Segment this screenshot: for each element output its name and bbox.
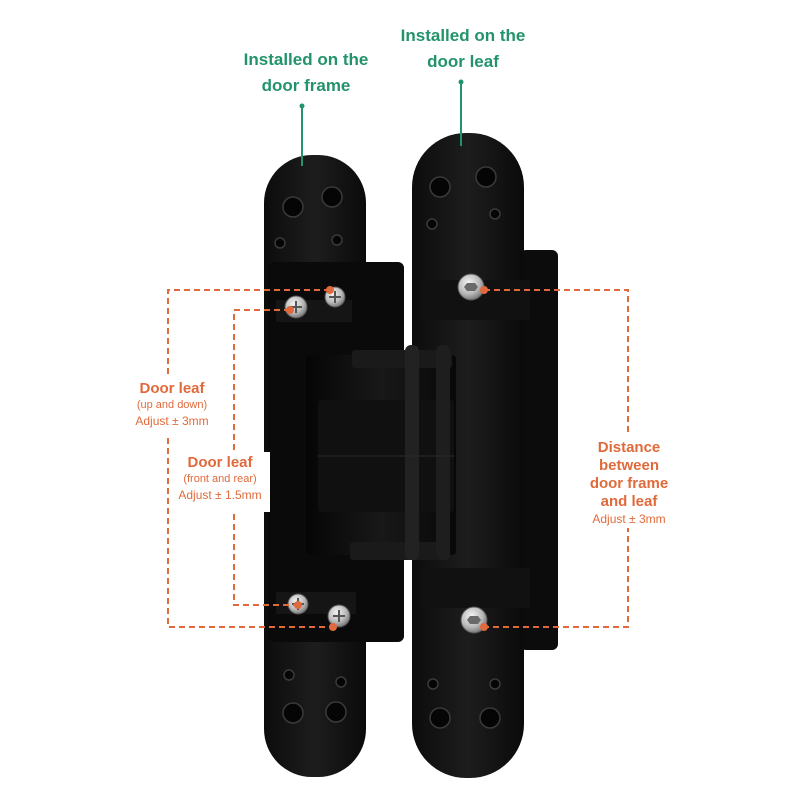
frame-mounting-holes bbox=[274, 186, 347, 724]
leaf-callout-line2: door leaf bbox=[427, 52, 499, 71]
hinge-knuckle bbox=[306, 345, 456, 560]
green-leaders bbox=[299, 79, 464, 166]
bracket-vertical bbox=[167, 289, 337, 628]
frontrear-adjust-callout: Door leaf (front and rear) Adjust ± 1.5m… bbox=[166, 454, 274, 503]
distance-line1: Distance bbox=[597, 439, 661, 456]
vertical-adjust-title: Door leaf bbox=[139, 380, 205, 397]
distance-line3: door frame bbox=[589, 475, 669, 492]
frame-callout-line1: Installed on the bbox=[243, 50, 369, 69]
frame-callout-line2: door frame bbox=[261, 76, 351, 95]
vertical-adjust-callout: Door leaf (up and down) Adjust ± 3mm bbox=[122, 380, 222, 429]
frontrear-adjust-title: Door leaf bbox=[187, 454, 253, 471]
leaf-mounting-holes bbox=[426, 166, 501, 729]
marker-dots bbox=[286, 286, 488, 631]
distance-line2: between bbox=[598, 457, 659, 474]
distance-adjust-value: Adjust ± 3mm bbox=[592, 512, 666, 526]
vertical-adjust-value: Adjust ± 3mm bbox=[135, 414, 209, 428]
frontrear-adjust-value: Adjust ± 1.5mm bbox=[178, 488, 262, 502]
distance-adjust-callout: Distance between door frame and leaf Adj… bbox=[574, 439, 684, 527]
leaf-callout-line1: Installed on the bbox=[400, 26, 526, 45]
adjust-screw-vertical-bottom bbox=[327, 604, 351, 628]
vertical-adjust-sub: (up and down) bbox=[136, 399, 208, 411]
frontrear-adjust-sub: (front and rear) bbox=[183, 473, 257, 485]
distance-line4: and leaf bbox=[600, 493, 658, 510]
adjust-screw-distance-top bbox=[457, 273, 485, 301]
leaf-callout: Installed on the door leaf bbox=[383, 23, 543, 75]
frame-callout: Installed on the door frame bbox=[226, 47, 386, 99]
